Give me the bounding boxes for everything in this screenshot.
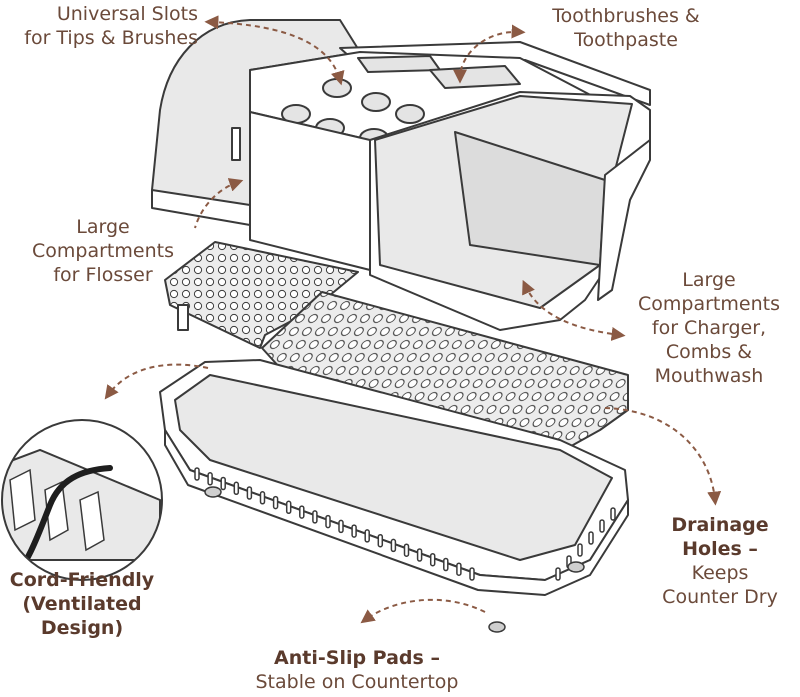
- arrow-drainage: [604, 407, 722, 506]
- label-line: Mouthwash: [654, 365, 764, 387]
- label-line: Large: [76, 216, 130, 238]
- callout-arrows: [104, 15, 722, 624]
- vent-slot: [443, 557, 449, 572]
- base-floor: [174, 374, 613, 561]
- center-notch: [231, 127, 241, 161]
- label-title: Cord-Friendly: [9, 569, 155, 591]
- small-grate-leg: [177, 304, 189, 331]
- arrow-charger: [522, 279, 626, 341]
- label-line: Toothpaste: [574, 29, 678, 51]
- cord-detail-inset: [1, 419, 163, 581]
- label-title: Anti-Slip Pads –: [274, 647, 440, 669]
- vent-slot: [456, 562, 462, 576]
- arrow-cord: [104, 363, 209, 400]
- vent-slot: [390, 538, 397, 553]
- label-title: Design): [40, 617, 124, 639]
- vent-slot: [610, 507, 616, 521]
- label-universal-slots: Universal Slots for Tips & Brushes: [0, 2, 198, 50]
- vent-slot: [246, 486, 253, 500]
- vent-slot: [403, 543, 410, 557]
- vent-slots: [194, 467, 616, 581]
- base-tray: [159, 359, 629, 596]
- label-drainage: Drainage Holes – Keeps Counter Dry: [640, 513, 800, 609]
- label-title: Drainage: [671, 514, 769, 536]
- vent-slot: [364, 529, 370, 543]
- label-line: Large: [682, 269, 736, 291]
- vent-slot: [416, 548, 423, 562]
- vent-slot: [469, 567, 475, 581]
- vent-slot: [429, 552, 436, 567]
- base-vent-strip: [164, 429, 629, 596]
- vent-slot: [588, 531, 594, 545]
- label-toothbrushes: Toothbrushes & Toothpaste: [520, 4, 732, 52]
- vent-slot: [233, 481, 240, 496]
- anti-slip-pad: [488, 621, 506, 633]
- label-cord-friendly: Cord-Friendly (Ventilated Design): [0, 568, 164, 640]
- label-line: Toothbrushes &: [552, 5, 700, 27]
- arrow-toothbrushes: [453, 24, 526, 84]
- label-anti-slip: Anti-Slip Pads – Stable on Countertop: [222, 646, 492, 694]
- anti-slip-pad: [204, 486, 222, 498]
- vent-slot: [220, 476, 226, 491]
- anti-slip-pad: [567, 561, 585, 573]
- vent-slot: [351, 524, 357, 538]
- round-slot: [395, 104, 425, 124]
- label-line: Universal Slots: [56, 3, 198, 25]
- label-line: for Flosser: [53, 264, 153, 286]
- vent-slot: [194, 467, 200, 481]
- arrow-anti-slip: [360, 598, 486, 624]
- label-line: Counter Dry: [662, 586, 778, 608]
- label-charger: Large Compartments for Charger, Combs & …: [620, 268, 798, 388]
- label-title: Holes –: [682, 538, 758, 560]
- vent-slot: [377, 533, 384, 548]
- vent-slot: [207, 472, 213, 486]
- toothbrush-slot-2: [429, 65, 521, 89]
- vent-slot: [272, 495, 279, 510]
- label-line: Compartments: [32, 240, 174, 262]
- round-slot: [322, 78, 352, 98]
- vent-slot: [259, 491, 266, 505]
- label-line: for Tips & Brushes: [24, 27, 198, 49]
- label-line: Stable on Countertop: [255, 671, 459, 693]
- vent-slot: [325, 514, 331, 529]
- label-line: Combs &: [665, 341, 753, 363]
- vent-slot: [599, 519, 605, 533]
- vent-slot: [299, 505, 305, 519]
- label-line: Keeps: [691, 562, 749, 584]
- toothbrush-slot-1: [357, 55, 441, 73]
- round-slot: [361, 92, 391, 112]
- label-title: (Ventilated: [22, 593, 142, 615]
- label-flosser: Large Compartments for Flosser: [18, 215, 188, 287]
- vent-slot: [312, 510, 318, 524]
- vent-slot: [555, 567, 561, 581]
- vent-slot: [577, 543, 583, 557]
- vent-slot: [338, 519, 344, 534]
- drain-grates: [164, 241, 629, 456]
- vent-slot: [285, 500, 292, 515]
- arrow-universal-slots: [204, 15, 345, 86]
- center-block: [249, 111, 371, 271]
- label-line: Compartments: [638, 293, 780, 315]
- label-line: for Charger,: [651, 317, 767, 339]
